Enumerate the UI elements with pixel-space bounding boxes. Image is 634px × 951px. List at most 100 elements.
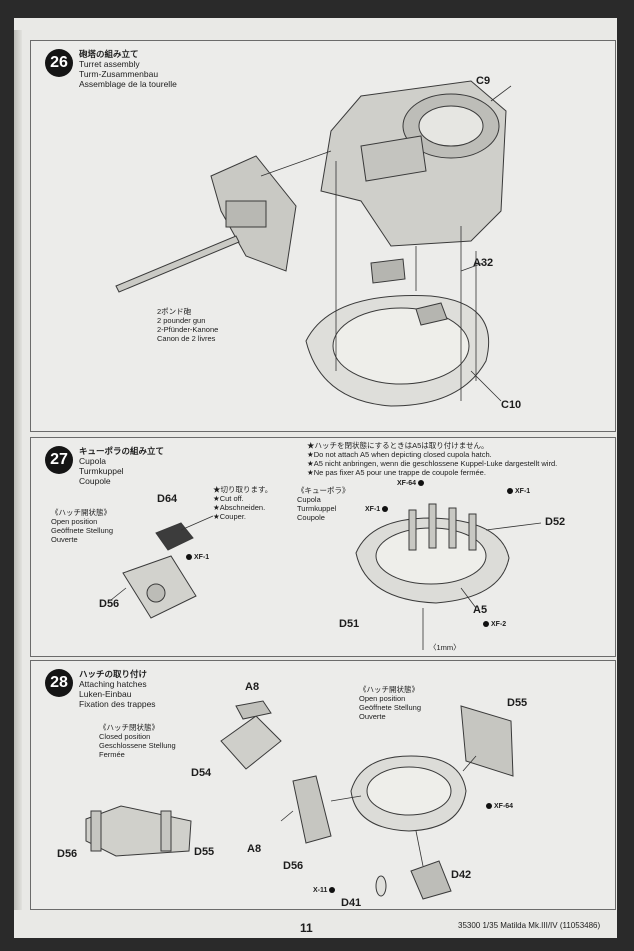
paint-code: XF-64: [494, 803, 514, 810]
open-jp: 《ハッチ開状態》: [51, 508, 111, 517]
title-fr: Coupole: [79, 476, 111, 486]
paint-callout: XF-1: [507, 488, 530, 495]
part-label-d56: D56: [283, 860, 304, 872]
page-binding-edge: [14, 30, 22, 910]
page-number: 11: [300, 921, 313, 935]
gun-note-en: 2 pounder gun: [157, 316, 206, 325]
cut-off-de: ★Abschneiden.: [213, 503, 266, 512]
title-fr: Fixation des trappes: [79, 699, 156, 709]
step-number-badge: 27: [45, 446, 73, 474]
part-label-a8-top: A8: [245, 681, 260, 693]
paint-callout: XF-1: [186, 554, 209, 561]
cupola-drawing: [110, 503, 542, 650]
warning-de: ★A5 nicht anbringen, wenn die geschlosse…: [307, 459, 558, 468]
paint-code: XF-1: [365, 506, 381, 513]
cut-off-en: ★Cut off.: [213, 494, 244, 503]
title-fr: Assemblage de la tourelle: [79, 79, 177, 89]
gun-note-de: 2-Pfünder-Kanone: [157, 325, 219, 334]
paint-code: XF-64: [397, 480, 417, 487]
part-label-a32: A32: [473, 257, 494, 269]
part-label-d42: D42: [451, 869, 472, 881]
closed-de: Geschlossene Stellung: [99, 741, 176, 750]
step-number-badge: 28: [45, 669, 73, 697]
warning-en: ★Do not attach A5 when depicting closed …: [307, 450, 492, 459]
cupola-en: Cupola: [297, 495, 321, 504]
part-label-d55: D55: [507, 697, 528, 709]
paint-callout: XF-1: [365, 506, 390, 513]
open-position-note: 《ハッチ開状態》 Open position Geöffnete Stellun…: [51, 508, 113, 544]
paint-callout: X-11: [313, 887, 337, 894]
open-fr: Ouverte: [51, 535, 78, 544]
open-position-note: 《ハッチ開状態》 Open position Geöffnete Stellun…: [359, 685, 421, 721]
closed-hatch-warning: ★ハッチを閉状態にするときはA5は取り付けません。 ★Do not attach…: [307, 441, 557, 477]
paint-callout: XF-64: [397, 480, 426, 487]
closed-fr: Fermée: [99, 750, 125, 759]
step-title: ハッチの取り付け Attaching hatches Luken-Einbau …: [79, 669, 156, 709]
title-de: Turmkuppel: [79, 466, 124, 476]
step-28-panel: 28 ハッチの取り付け Attaching hatches Luken-Einb…: [30, 660, 616, 910]
part-label-a5: A5: [473, 604, 488, 616]
cupola-jp: 《キューポラ》: [297, 486, 350, 495]
part-label-a8: A8: [247, 843, 262, 855]
closed-jp: 《ハッチ閉状態》: [99, 723, 159, 732]
gun-note: 2ポンド砲 2 pounder gun 2-Pfünder-Kanone Can…: [157, 307, 218, 343]
paint-code: XF-2: [491, 621, 507, 628]
warning-jp: ★ハッチを閉状態にするときはA5は取り付けません。: [307, 441, 489, 450]
open-de: Geöffnete Stellung: [359, 703, 421, 712]
title-jp: 砲塔の組み立て: [79, 49, 139, 59]
step-27-panel: 27 キューポラの組み立て Cupola Turmkuppel Coupole …: [30, 437, 616, 657]
paint-dot-icon: [186, 554, 192, 561]
paint-code: X-11: [313, 887, 328, 894]
part-label-d51: D51: [339, 618, 360, 630]
cupola-note: 《キューポラ》 Cupola Turmkuppel Coupole: [297, 486, 350, 522]
turret-assembly-drawing: [115, 80, 512, 407]
open-jp: 《ハッチ開状態》: [359, 685, 419, 694]
part-label-d55-left: D55: [194, 846, 215, 858]
title-en: Cupola: [79, 456, 106, 466]
cupola-de: Turmkuppel: [297, 504, 337, 513]
title-en: Turret assembly: [79, 59, 140, 69]
part-label-d56-left: D56: [57, 848, 78, 860]
open-fr: Ouverte: [359, 712, 386, 721]
title-jp: ハッチの取り付け: [79, 669, 148, 679]
cut-off-note: ★切り取ります。 ★Cut off. ★Abschneiden. ★Couper…: [213, 485, 272, 521]
hatch-drawing: [85, 700, 514, 900]
paint-dot-icon: [483, 621, 489, 628]
paint-callout: XF-2: [483, 621, 506, 628]
step-title: 砲塔の組み立て Turret assembly Turm-Zusammenbau…: [79, 49, 177, 89]
cut-off-jp: ★切り取ります。: [213, 485, 273, 494]
step-title: キューポラの組み立て Cupola Turmkuppel Coupole: [79, 446, 164, 486]
open-en: Open position: [359, 694, 406, 703]
paint-code: XF-1: [515, 488, 531, 495]
kit-reference: 35300 1/35 Matilda Mk.III/IV (11053486): [458, 921, 601, 930]
paint-dot-icon: [418, 480, 425, 487]
open-de: Geöffnete Stellung: [51, 526, 113, 535]
paint-dot-icon: [486, 803, 492, 810]
paint-dot-icon: [382, 506, 389, 513]
gun-note-jp: 2ポンド砲: [157, 307, 192, 316]
paint-callout: XF-64: [486, 803, 513, 810]
title-jp: キューポラの組み立て: [79, 446, 165, 456]
part-label-d52: D52: [545, 516, 566, 528]
part-label-c9: C9: [476, 75, 491, 87]
cupola-fr: Coupole: [297, 513, 325, 522]
part-label-d56: D56: [99, 598, 120, 610]
cut-off-fr: ★Couper.: [213, 512, 246, 521]
paint-dot-icon: [507, 488, 513, 495]
closed-position-note: 《ハッチ閉状態》 Closed position Geschlossene St…: [99, 723, 176, 759]
title-de: Luken-Einbau: [79, 689, 132, 699]
part-label-d54: D54: [191, 767, 212, 779]
closed-en: Closed position: [99, 732, 151, 741]
dimension-label: 〈1mm〉: [429, 643, 461, 652]
part-label-c10: C10: [501, 399, 522, 411]
warning-fr: ★Ne pas fixer A5 pour une trappe de coup…: [307, 468, 486, 477]
title-de: Turm-Zusammenbau: [79, 69, 159, 79]
open-en: Open position: [51, 517, 98, 526]
paint-code: XF-1: [194, 554, 210, 561]
step-26-panel: 26 砲塔の組み立て Turret assembly Turm-Zusammen…: [30, 40, 616, 432]
gun-note-fr: Canon de 2 livres: [157, 334, 216, 343]
paint-dot-icon: [329, 887, 336, 894]
step-number-badge: 26: [45, 49, 73, 77]
title-en: Attaching hatches: [79, 679, 147, 689]
part-label-d41: D41: [341, 897, 362, 909]
